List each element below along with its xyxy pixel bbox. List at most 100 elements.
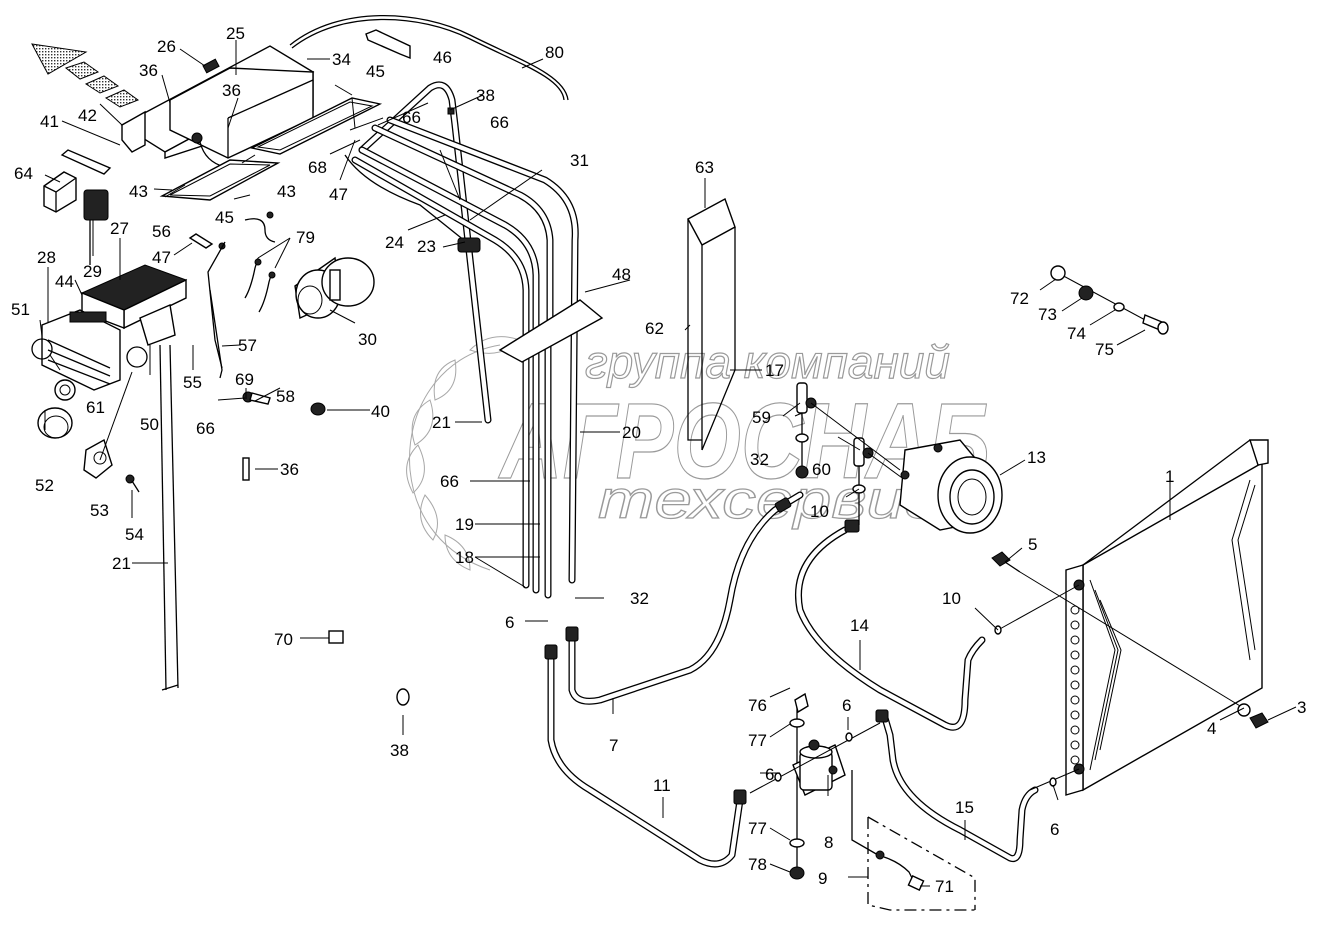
callout-52: 52 (35, 476, 54, 495)
drain-tubes (159, 289, 223, 691)
callout-77: 77 (748, 731, 767, 750)
callout-30: 30 (358, 330, 377, 349)
callout-64: 64 (14, 164, 33, 183)
hose-14 (795, 519, 986, 731)
callout-60: 60 (812, 460, 831, 479)
callout-47: 47 (152, 248, 171, 267)
watermark-line1: группа компаний (585, 336, 950, 388)
bracket-top (365, 29, 411, 60)
callout-32: 32 (750, 450, 769, 469)
gaskets-and-flanges (31, 338, 148, 493)
callout-75: 75 (1095, 340, 1114, 359)
callout-43: 43 (277, 182, 296, 201)
callout-17: 17 (765, 361, 784, 380)
callout-6: 6 (765, 765, 774, 784)
callout-11: 11 (653, 776, 671, 795)
callout-53: 53 (90, 501, 109, 520)
compressor (899, 439, 1003, 534)
callout-76: 76 (748, 696, 767, 715)
callout-6: 6 (842, 696, 851, 715)
callout-14: 14 (850, 616, 869, 635)
callout-68: 68 (308, 158, 327, 177)
callout-23: 23 (417, 237, 436, 256)
callout-29: 29 (83, 262, 102, 281)
receiver-drier (749, 692, 881, 880)
callout-47: 47 (329, 185, 348, 204)
callout-25: 25 (226, 24, 245, 43)
callout-45: 45 (215, 208, 234, 227)
callout-1: 1 (1165, 467, 1174, 486)
callout-3: 3 (1297, 698, 1306, 717)
callout-6: 6 (505, 613, 514, 632)
callout-8: 8 (824, 833, 833, 852)
callout-58: 58 (276, 387, 295, 406)
callout-10: 10 (810, 502, 829, 521)
callout-78: 78 (748, 855, 767, 874)
callout-62: 62 (645, 319, 664, 338)
blower-fan (294, 256, 375, 320)
hose-bundle (344, 81, 579, 599)
callout-66: 66 (490, 113, 509, 132)
callout-20: 20 (622, 423, 641, 442)
callout-71: 71 (935, 877, 954, 896)
callout-63: 63 (695, 158, 714, 177)
callout-21: 21 (432, 413, 451, 432)
callout-32: 32 (630, 589, 649, 608)
callout-40: 40 (371, 402, 390, 421)
callout-44: 44 (55, 272, 74, 291)
heater-housing (120, 45, 315, 168)
mounting-plate-48 (498, 299, 604, 363)
callout-56: 56 (152, 222, 171, 241)
front-arrow-marker (31, 43, 140, 108)
callout-13: 13 (1027, 448, 1046, 467)
mounting-kit-72-75 (1050, 265, 1169, 335)
callout-labels: 1 3 4 5 6 6 6 6 7 8 9 10 10 11 13 14 15 … (11, 24, 1306, 896)
filter-panels (159, 97, 383, 201)
callout-leaders (39, 40, 1297, 887)
callout-74: 74 (1067, 324, 1086, 343)
relay-box (43, 171, 77, 213)
callout-6: 6 (1050, 820, 1059, 839)
callout-41: 41 (40, 112, 59, 131)
callout-51: 51 (11, 300, 30, 319)
callout-4: 4 (1207, 719, 1216, 738)
callout-42: 42 (78, 106, 97, 125)
callout-26: 26 (157, 37, 176, 56)
sensors-and-wiring (188, 211, 276, 369)
callout-66: 66 (440, 472, 459, 491)
callout-80: 80 (545, 43, 564, 62)
callout-5: 5 (1028, 535, 1037, 554)
callout-31: 31 (570, 151, 589, 170)
callout-28: 28 (37, 248, 56, 267)
compressor-fittings (795, 382, 906, 525)
callout-73: 73 (1038, 305, 1057, 324)
callout-21: 21 (112, 554, 131, 573)
callout-57: 57 (238, 336, 257, 355)
callout-54: 54 (125, 525, 144, 544)
callout-10: 10 (942, 589, 961, 608)
callout-48: 48 (612, 265, 631, 284)
callout-50: 50 (140, 415, 159, 434)
callout-46: 46 (433, 48, 452, 67)
relay-connectors (60, 149, 112, 265)
callout-61: 61 (86, 398, 105, 417)
callout-55: 55 (183, 373, 202, 392)
callout-24: 24 (385, 233, 404, 252)
small-hardware-left (242, 391, 410, 706)
callout-36: 36 (222, 81, 241, 100)
callout-36: 36 (280, 460, 299, 479)
callout-34: 34 (332, 50, 351, 69)
hose-7 (565, 491, 804, 705)
callout-72: 72 (1010, 289, 1029, 308)
callout-69: 69 (235, 370, 254, 389)
callout-45: 45 (366, 62, 385, 81)
callout-38: 38 (390, 741, 409, 760)
condenser (1065, 439, 1269, 796)
cable-80 (289, 14, 569, 101)
callout-15: 15 (955, 798, 974, 817)
callout-36: 36 (139, 61, 158, 80)
callout-66: 66 (196, 419, 215, 438)
condenser-fins (1089, 479, 1256, 771)
callout-77: 77 (748, 819, 767, 838)
watermark: группа компаний АГРОСНАБ техсервис (406, 335, 991, 571)
